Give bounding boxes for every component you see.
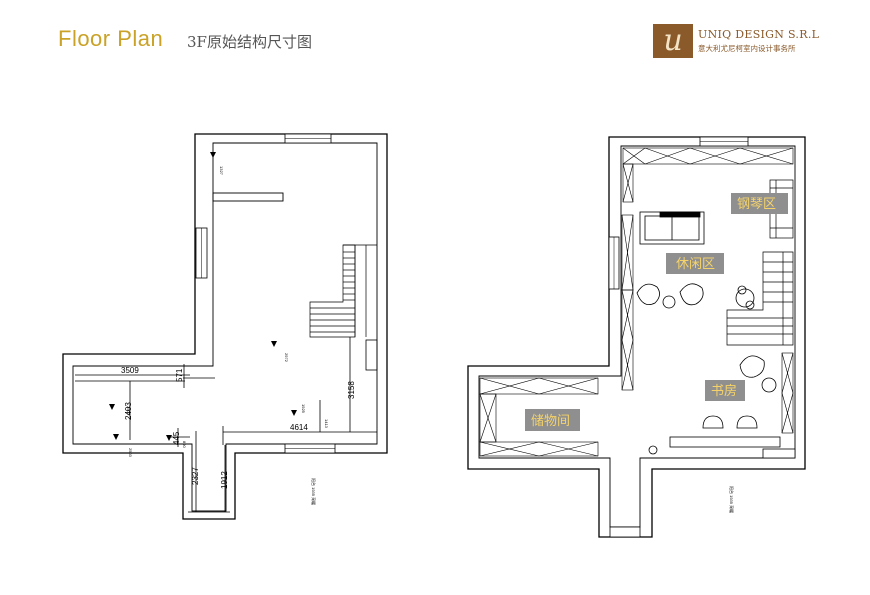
note-bottom-left: 阳台 1935 采暖: [311, 478, 317, 505]
note-890: 890: [182, 441, 187, 448]
brand-name: UNIQ DESIGN S.R.L: [698, 28, 820, 41]
left-level-markers: [109, 152, 297, 441]
room-label-piano-text: 钢琴区: [737, 197, 776, 212]
room-label-lounge: 休闲区: [666, 253, 724, 274]
storage-cabinets: [479, 377, 599, 457]
note-2503: 2503: [128, 448, 133, 458]
page-subtitle: 3F原始结构尺寸图: [187, 33, 312, 51]
brand-logo: u: [653, 24, 693, 58]
left-vertical-cabinet: [621, 163, 634, 391]
left-floor-plan: [62, 133, 388, 520]
note-1413: 1413: [324, 419, 329, 429]
dim-445: 445: [172, 431, 181, 445]
room-label-lounge-text: 休闲区: [676, 257, 715, 272]
top-wardrobe: [622, 147, 794, 165]
brand-tagline: 意大利尤尼柯室内设计事务所: [698, 44, 796, 53]
dim-3158: 3158: [347, 381, 356, 399]
note-1327: 1327: [219, 166, 224, 176]
note-2502: 2502: [126, 406, 131, 416]
right-bottom-door: [609, 526, 641, 538]
note-2972: 2972: [284, 353, 289, 363]
room-label-study: 书房: [705, 380, 745, 401]
sofa: [639, 211, 705, 245]
left-outer-wall: [62, 133, 388, 520]
left-dimension-lines: [75, 337, 377, 513]
study-chair: [739, 355, 765, 378]
dim-2327: 2327: [191, 467, 200, 485]
lounge-chairs: [636, 283, 755, 310]
dim-4614: 4614: [290, 423, 308, 432]
study-desk: [648, 415, 781, 455]
room-label-storage: 储物间: [525, 409, 580, 431]
dim-571: 571: [175, 368, 184, 382]
room-label-study-text: 书房: [711, 383, 737, 399]
left-wall-stub: [212, 192, 284, 202]
dim-1912: 1912: [220, 471, 229, 489]
dim-3509: 3509: [121, 366, 139, 375]
study-round-stool: [761, 377, 777, 393]
page-title: Floor Plan: [58, 26, 164, 51]
right-bottom-window: [762, 448, 796, 459]
note-bottom-right: 阳台 1935 采暖: [729, 486, 735, 513]
note-1925: 1925: [301, 404, 306, 414]
right-staircase: [726, 251, 794, 346]
room-label-piano: 钢琴区: [731, 193, 788, 214]
left-staircase: [309, 244, 377, 338]
dim-2403: 2403: [124, 402, 133, 420]
left-interior-post: [365, 339, 378, 371]
room-label-storage-text: 储物间: [531, 414, 570, 429]
right-outer-wall: [467, 136, 806, 538]
study-cabinet: [781, 352, 794, 434]
right-floor-plan: [467, 136, 806, 538]
